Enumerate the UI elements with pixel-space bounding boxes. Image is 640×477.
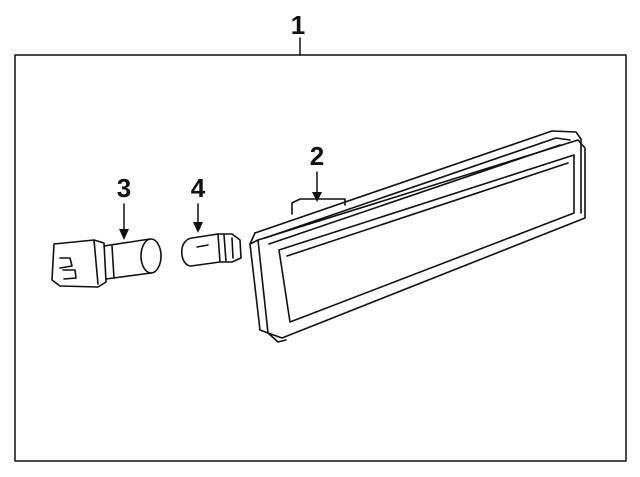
callout-3-label: 3 bbox=[117, 173, 131, 203]
callout-2-arrowhead bbox=[312, 192, 322, 202]
bulb-socket bbox=[51, 238, 162, 288]
wedge-bulb bbox=[180, 233, 242, 267]
callout-4-label: 4 bbox=[191, 173, 206, 203]
callout-3-arrowhead bbox=[119, 229, 129, 240]
callout-1-label: 1 bbox=[291, 10, 305, 40]
marker-lens-housing bbox=[249, 130, 586, 343]
callout-4-arrowhead bbox=[193, 222, 203, 233]
callout-2-label: 2 bbox=[310, 141, 324, 171]
assembly-border bbox=[14, 54, 627, 462]
